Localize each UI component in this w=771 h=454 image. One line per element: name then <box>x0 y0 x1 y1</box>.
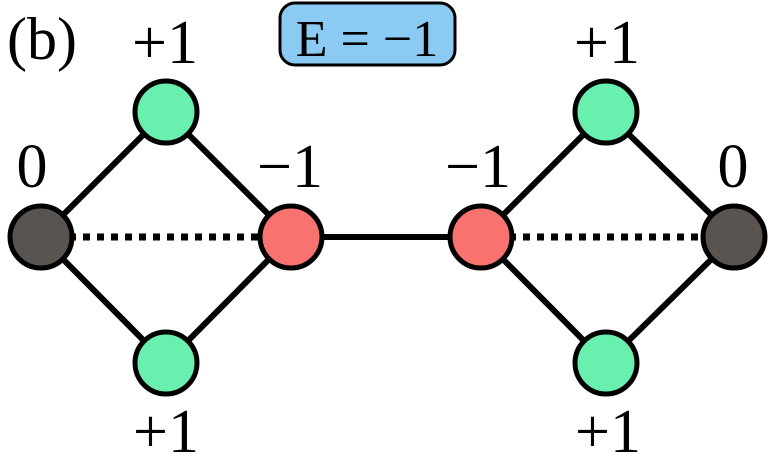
spin-node-right-top <box>572 78 640 146</box>
spin-label-left-top: +1 <box>132 9 198 77</box>
spin-node-right-outer <box>700 203 768 271</box>
spin-label-left-inner: −1 <box>257 133 323 201</box>
energy-badge-text: E = −1 <box>296 11 438 68</box>
spin-node-left-bottom <box>132 329 200 397</box>
spin-label-right-bottom: +1 <box>575 398 641 454</box>
energy-badge <box>278 1 457 67</box>
spin-label-left-bottom: +1 <box>133 398 199 454</box>
spin-label-right-inner: −1 <box>445 133 511 201</box>
panel-label: (b) <box>7 6 77 72</box>
spin-label-left-outer: 0 <box>17 133 48 201</box>
spin-node-right-inner <box>447 203 515 271</box>
spin-node-left-inner <box>257 203 325 271</box>
spin-node-right-bottom <box>572 329 640 397</box>
spin-node-left-outer <box>7 203 75 271</box>
spin-label-right-outer: 0 <box>718 133 749 201</box>
spin-label-right-top: +1 <box>574 9 640 77</box>
spin-node-left-top <box>132 78 200 146</box>
